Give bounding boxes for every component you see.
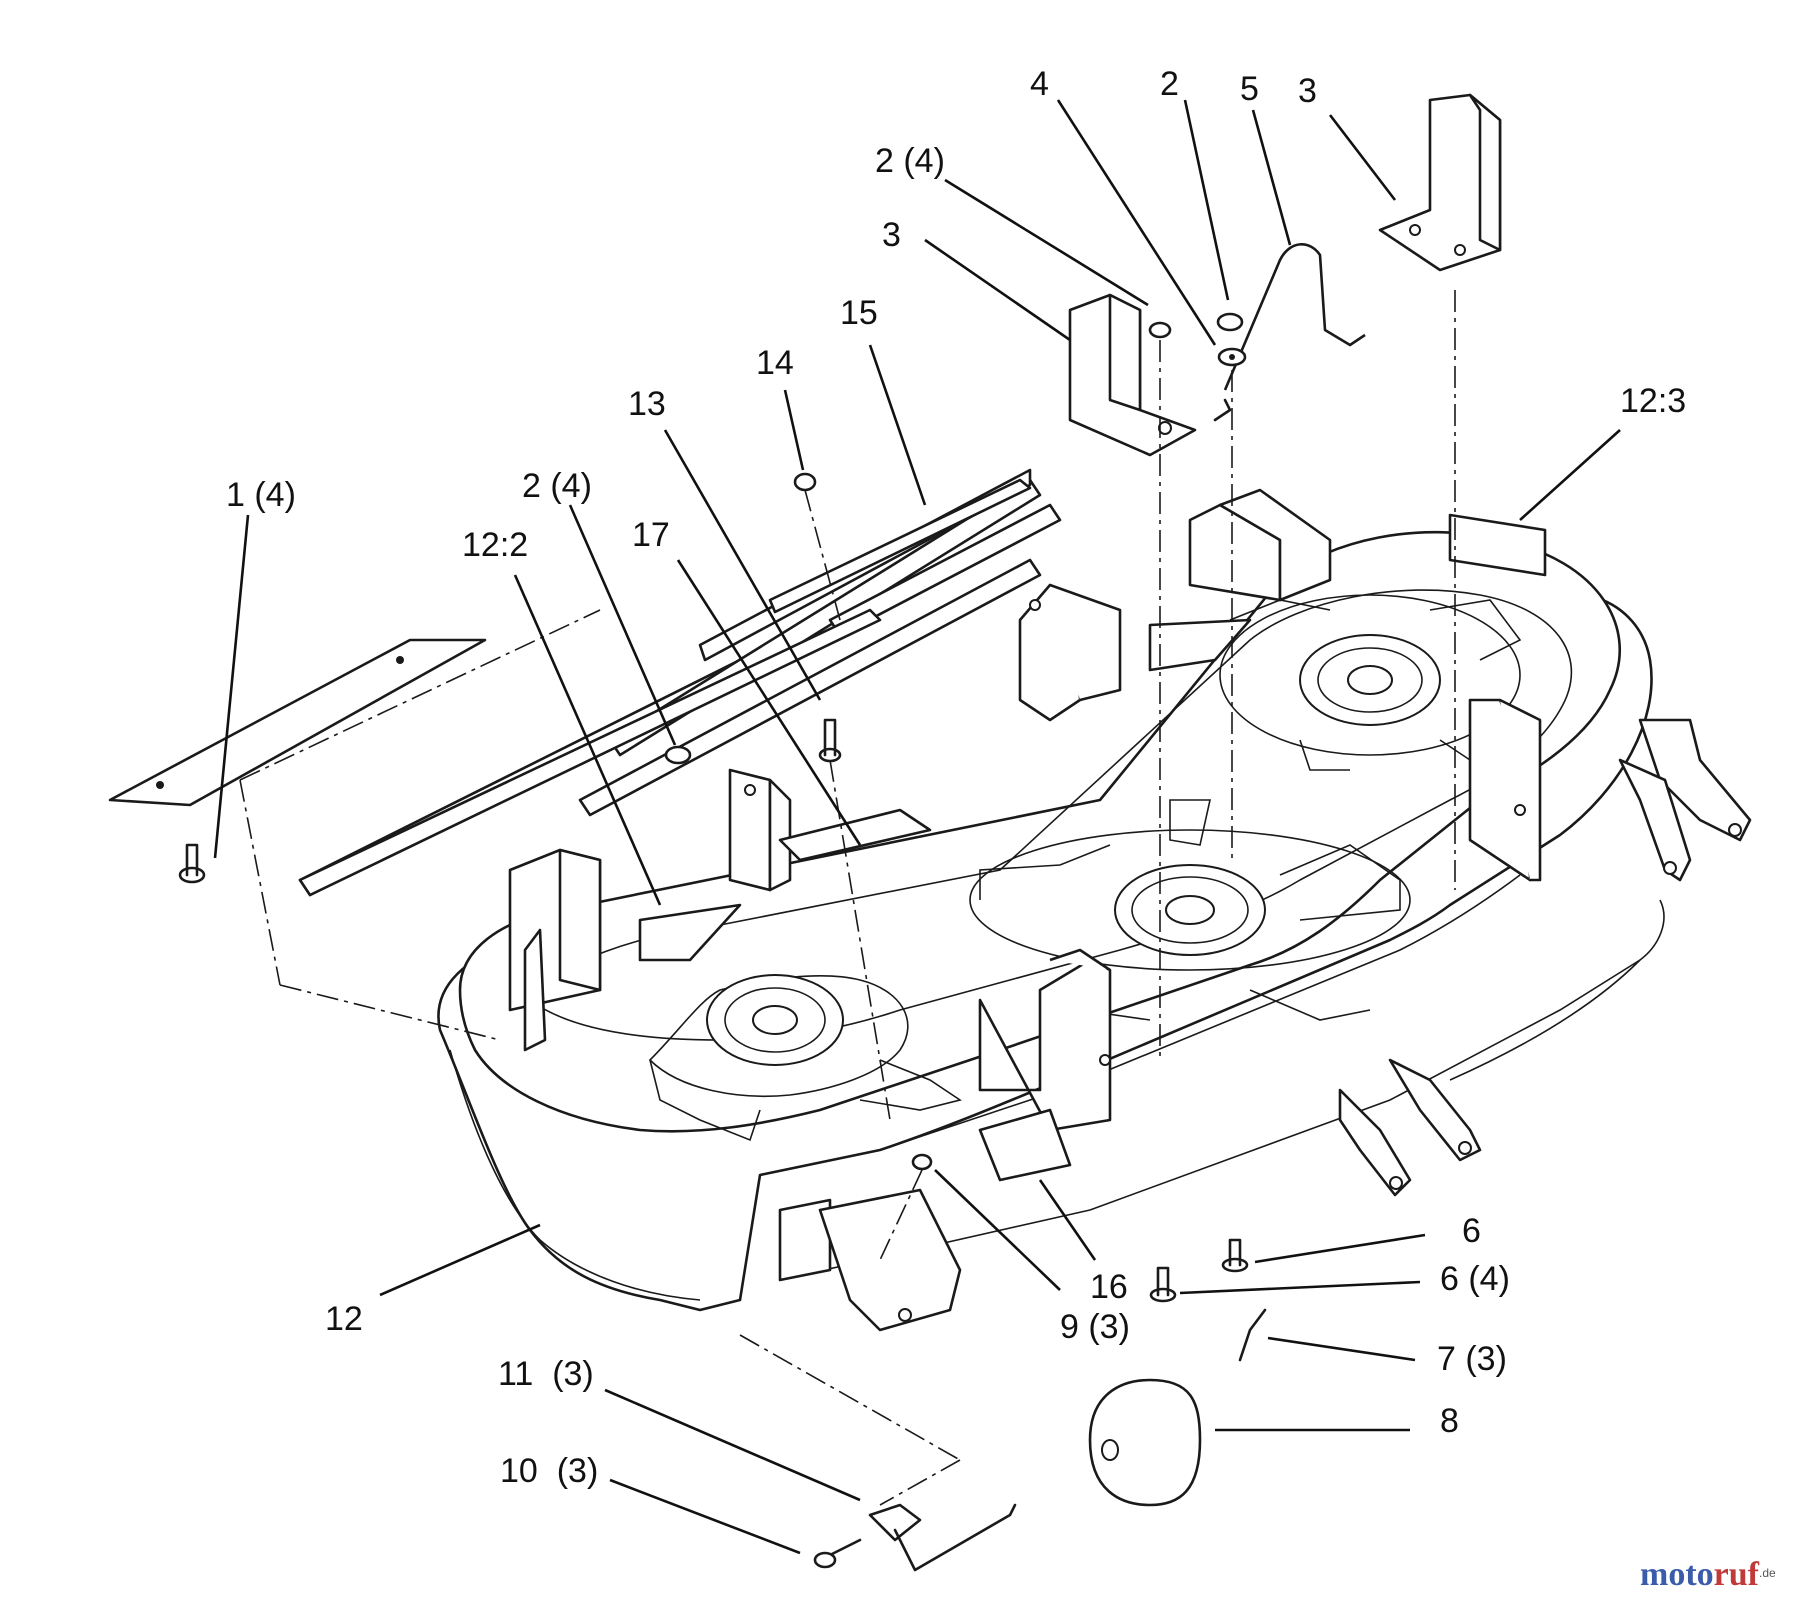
- callout-2-4: 2 (4): [522, 467, 592, 505]
- left-baffle-bracket: [508, 848, 602, 1052]
- watermark-logo: motoruf.de: [1640, 1556, 1776, 1593]
- bolt-1: [178, 843, 206, 884]
- callout-2-4: 2 (4): [875, 142, 945, 180]
- bolt-6-4: [1149, 1266, 1177, 1303]
- callout-16: 16: [1090, 1268, 1128, 1306]
- bolt-6: [1221, 1238, 1249, 1273]
- callout-6: 6: [1462, 1212, 1481, 1250]
- left-rear-bracket: [728, 768, 792, 892]
- callout-17: 17: [632, 516, 670, 554]
- gauge-bracket-right: [1378, 93, 1502, 272]
- decal-12-3: [1448, 513, 1547, 577]
- callout-8: 8: [1440, 1402, 1459, 1440]
- front-hitch-bracket: [778, 1188, 962, 1332]
- callout-9-3: 9 (3): [1060, 1308, 1130, 1346]
- watermark-suffix: .de: [1759, 1566, 1776, 1580]
- callout-4: 4: [1030, 65, 1049, 103]
- decal-16: [978, 1108, 1072, 1182]
- exploded-parts: [178, 93, 1547, 1572]
- watermark-part-b: ruf: [1714, 1556, 1760, 1593]
- roller-axle: [813, 1503, 1017, 1572]
- callout-6-4: 6 (4): [1440, 1260, 1510, 1298]
- callout-labels: 4 2 5 3 2 (4) 3 15 14 13 12:3 1 (4) 2 (4…: [226, 65, 1686, 1490]
- callout-2: 2: [1160, 65, 1179, 103]
- anti-scalp-roller: [1088, 1378, 1202, 1507]
- callout-12: 12: [325, 1300, 363, 1338]
- deck-brackets: [508, 488, 1752, 1332]
- leader-lines: [213, 99, 1621, 1555]
- callout-12-2: 12:2: [462, 526, 528, 564]
- right-baffle: [1468, 698, 1542, 882]
- center-rear-bracket: [1018, 583, 1122, 722]
- callout-3: 3: [1298, 72, 1317, 110]
- nut-9: [911, 1153, 933, 1171]
- adjusting-rod: [1223, 243, 1366, 391]
- callout-12-3: 12:3: [1620, 382, 1686, 420]
- cotter-pin-7: [1238, 1308, 1267, 1362]
- svg-text:motoruf.de: motoruf.de: [1640, 1556, 1776, 1593]
- callout-11-3: 11 (3): [498, 1355, 594, 1393]
- decal-12-2: [638, 903, 742, 962]
- center-right-box-bracket: [1188, 488, 1332, 602]
- callout-13: 13: [628, 385, 666, 423]
- alignment-lines: [239, 290, 1456, 1506]
- callout-1-4: 1 (4): [226, 476, 296, 514]
- center-front-baffle: [978, 948, 1112, 1132]
- left-spindle-opening: [648, 974, 962, 1142]
- callout-7-3: 7 (3): [1437, 1340, 1507, 1378]
- spindle-openings: [648, 594, 1522, 1142]
- nut-top: [1148, 312, 1247, 367]
- gauge-bracket-left: [1068, 293, 1197, 457]
- right-hitch-brackets: [1338, 718, 1752, 1197]
- nut-14: [793, 472, 817, 492]
- decal-center: [1148, 618, 1252, 672]
- callout-15: 15: [840, 294, 878, 332]
- watermark-part-a: moto: [1640, 1556, 1714, 1593]
- center-spindle-opening: [969, 799, 1411, 1021]
- callout-10-3: 10 (3): [500, 1452, 598, 1490]
- nut-2-left: [664, 745, 692, 765]
- callout-14: 14: [756, 344, 794, 382]
- callout-5: 5: [1240, 70, 1259, 108]
- bolt-13: [818, 718, 842, 763]
- callout-3: 3: [882, 216, 901, 254]
